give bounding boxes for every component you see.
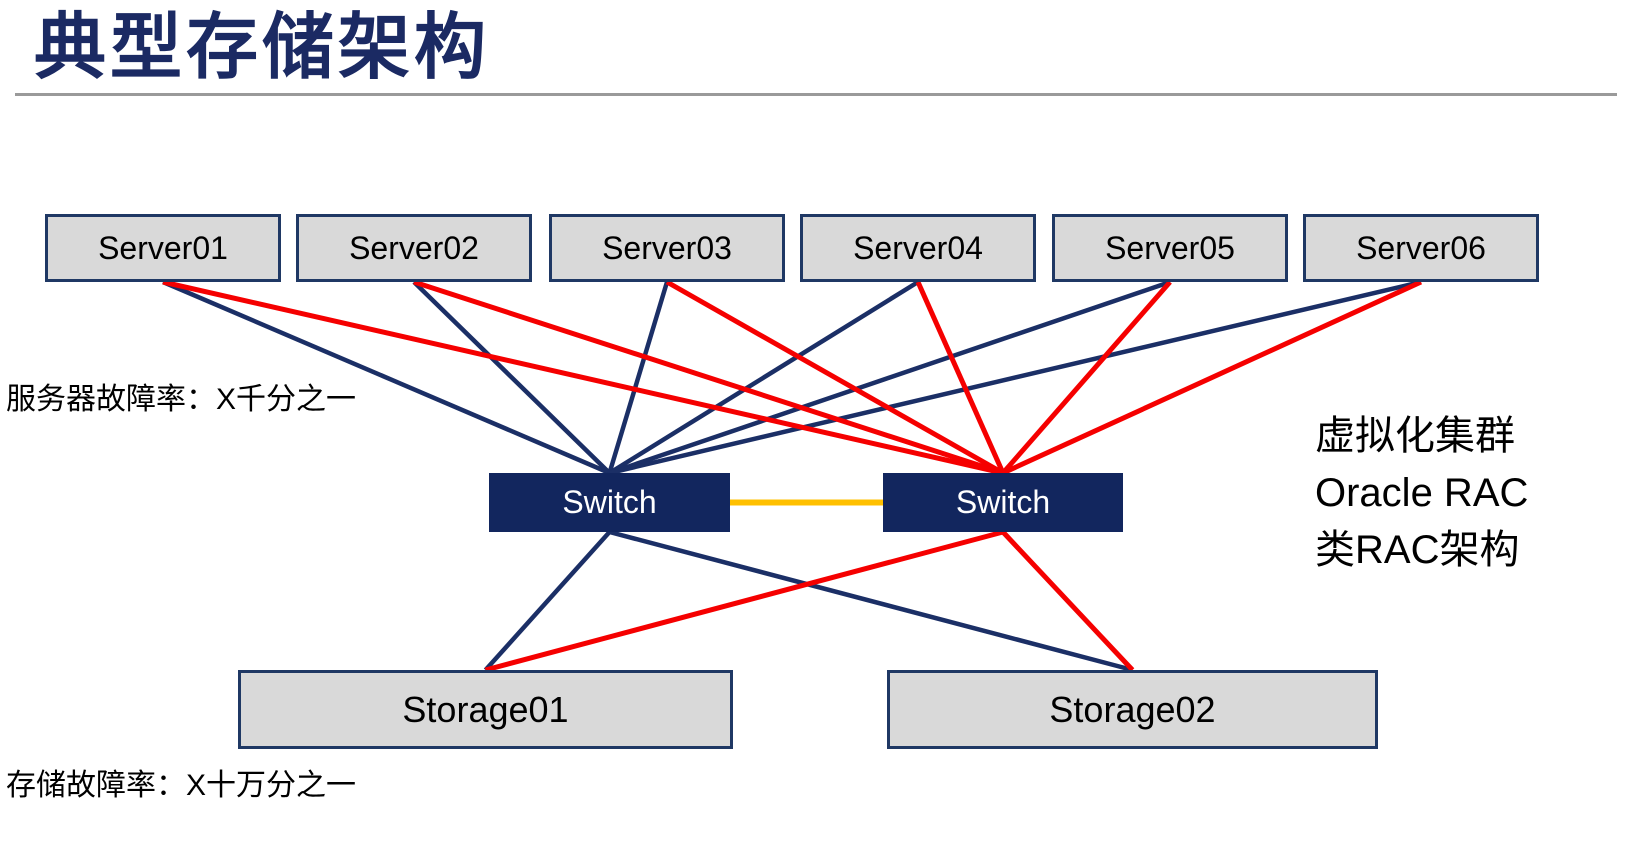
server-05-box: Server05: [1052, 214, 1288, 282]
edge-server-6-to-switch-2: [1001, 279, 1423, 476]
edge-switch-1-to-storage-1: [483, 530, 612, 672]
switch-left-box: Switch: [489, 473, 730, 532]
storage-01-box: Storage01: [238, 670, 733, 749]
architecture-note-line-1: 虚拟化集群: [1315, 414, 1515, 458]
edge-server-6-to-switch-1: [608, 279, 1422, 476]
edge-server-4-to-switch-2: [915, 280, 1006, 475]
server-failure-rate-note: 服务器故障率：X千分之一: [6, 383, 357, 416]
server-02-box: Server02: [296, 214, 532, 282]
switch-right-label: Switch: [955, 484, 1051, 520]
page-title: 典型存储架构: [34, 8, 491, 88]
server-03-label: Server03: [602, 229, 732, 266]
edge-server-1-to-switch-2: [162, 279, 1004, 476]
server-04-label: Server04: [853, 229, 983, 266]
storage-02-label: Storage02: [1049, 688, 1216, 730]
server-05-label: Server05: [1105, 229, 1235, 266]
edge-switch-1-to-storage-2: [608, 529, 1134, 673]
edge-server-2-to-switch-2: [413, 279, 1004, 476]
server-06-box: Server06: [1303, 214, 1539, 282]
server-06-label: Server06: [1356, 229, 1486, 266]
server-03-box: Server03: [549, 214, 785, 282]
edge-switch-2-to-storage-2: [1001, 530, 1135, 672]
edge-server-2-to-switch-1: [412, 280, 612, 475]
storage-01-label: Storage01: [402, 688, 569, 730]
edge-server-5-to-switch-1: [608, 279, 1171, 476]
edge-switch-2-to-storage-1: [484, 529, 1004, 673]
server-01-label: Server01: [98, 229, 228, 266]
switch-left-label: Switch: [562, 484, 657, 520]
edge-server-3-to-switch-2: [665, 279, 1005, 476]
switch-right-box: Switch: [883, 473, 1123, 532]
storage-02-box: Storage02: [887, 670, 1378, 749]
edge-server-5-to-switch-2: [1001, 280, 1172, 475]
title-underline: [15, 93, 1617, 96]
server-02-label: Server02: [349, 229, 479, 266]
edge-server-4-to-switch-1: [608, 280, 920, 475]
server-01-box: Server01: [45, 214, 281, 282]
server-04-box: Server04: [800, 214, 1036, 282]
architecture-note: 虚拟化集群 Oracle RAC 类RAC架构: [1315, 408, 1528, 579]
architecture-note-line-3: 类RAC架构: [1315, 528, 1520, 572]
architecture-note-line-2: Oracle RAC: [1315, 471, 1529, 515]
storage-failure-rate-note: 存储故障率：X十万分之一: [6, 769, 357, 802]
edge-server-3-to-switch-1: [607, 281, 670, 474]
edge-server-1-to-switch-1: [162, 279, 611, 476]
